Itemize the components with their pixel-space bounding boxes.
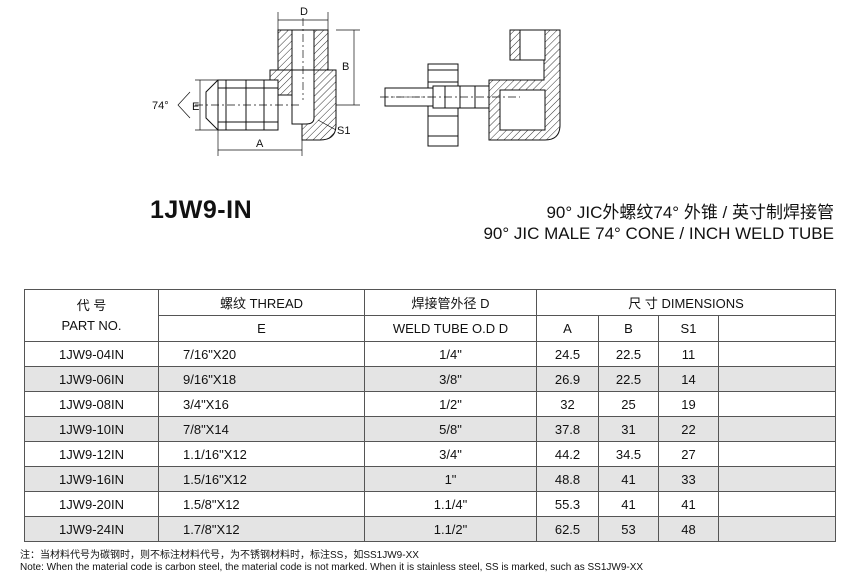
cell-thread: 9/16"X18 (158, 366, 365, 392)
cell-part-no: 1JW9-06IN (24, 366, 159, 392)
cell-dim-s1: 48 (658, 516, 719, 542)
cell-empty (717, 441, 837, 467)
cell-weld-od: 3/4" (364, 441, 537, 467)
cell-thread: 3/4"X16 (158, 391, 365, 417)
header-part-no-cn: 代 号 (76, 297, 107, 313)
cell-dim-b: 22.5 (598, 341, 659, 367)
dim-label-d: D (300, 6, 308, 18)
product-title-chinese: 90° JIC外螺纹74° 外锥 / 英寸制焊接管 (546, 203, 834, 222)
cell-dim-a: 44.2 (536, 441, 599, 467)
cell-part-no: 1JW9-24IN (24, 516, 159, 542)
cell-dim-b: 34.5 (598, 441, 659, 467)
cell-dim-b: 53 (598, 516, 659, 542)
cell-empty (717, 391, 837, 417)
angle-label: 74° (152, 100, 169, 112)
cell-dim-a: 26.9 (536, 366, 599, 392)
table-header-row-1: 代 号 PART NO. 螺纹 THREAD 焊接管外径 D 尺 寸 DIMEN… (24, 289, 837, 342)
cell-thread: 1.5/16"X12 (158, 466, 365, 492)
cell-dim-s1: 33 (658, 466, 719, 492)
note-chinese: 注：当材料代号为碳钢时，则不标注材料代号，为不锈钢材料时，标注SS，如SS1JW… (20, 550, 419, 561)
product-title-english: 90° JIC MALE 74° CONE / INCH WELD TUBE (483, 224, 834, 243)
cell-weld-od: 1.1/4" (364, 491, 537, 517)
cell-dim-b: 41 (598, 466, 659, 492)
cell-dim-a: 48.8 (536, 466, 599, 492)
cell-weld-od: 5/8" (364, 416, 537, 442)
dim-label-s1: S1 (337, 125, 350, 137)
cell-dim-s1: 19 (658, 391, 719, 417)
cell-part-no: 1JW9-20IN (24, 491, 159, 517)
cell-weld-od: 1/4" (364, 341, 537, 367)
cell-part-no: 1JW9-12IN (24, 441, 159, 467)
cell-dim-a: 24.5 (536, 341, 599, 367)
dimension-table: 代 号 PART NO. 螺纹 THREAD 焊接管外径 D 尺 寸 DIMEN… (24, 289, 837, 542)
dimension-lines-left (177, 12, 360, 156)
note-english: Note: When the material code is carbon s… (20, 562, 644, 573)
cell-dim-s1: 11 (658, 341, 719, 367)
cell-empty (717, 366, 837, 392)
cell-dim-a: 37.8 (536, 416, 599, 442)
cell-dim-b: 41 (598, 491, 659, 517)
cell-empty (717, 491, 837, 517)
header-thread-e: E (158, 315, 365, 342)
cell-thread: 1.1/16"X12 (158, 441, 365, 467)
cell-dim-a: 55.3 (536, 491, 599, 517)
cell-thread: 1.7/8"X12 (158, 516, 365, 542)
cell-dim-b: 31 (598, 416, 659, 442)
header-weld-tube-cn: 焊接管外径 D (364, 289, 537, 316)
cell-dim-b: 25 (598, 391, 659, 417)
cell-dim-b: 22.5 (598, 366, 659, 392)
cell-thread: 1.5/8"X12 (158, 491, 365, 517)
dim-label-e: E (192, 101, 199, 113)
dim-label-b: B (342, 61, 349, 73)
header-weld-tube-en: WELD TUBE O.D D (364, 315, 537, 342)
fitting-drawing: D B E A S1 74° (152, 6, 561, 156)
cell-empty (717, 341, 837, 367)
cell-thread: 7/16"X20 (158, 341, 365, 367)
cell-empty (717, 416, 837, 442)
cell-dim-s1: 14 (658, 366, 719, 392)
cell-dim-s1: 22 (658, 416, 719, 442)
cell-weld-od: 1" (364, 466, 537, 492)
product-code: 1JW9-IN (150, 196, 253, 224)
cell-weld-od: 1.1/2" (364, 516, 537, 542)
cell-part-no: 1JW9-16IN (24, 466, 159, 492)
header-dimensions: 尺 寸 DIMENSIONS (535, 289, 837, 316)
header-thread: 螺纹 THREAD (158, 289, 365, 316)
header-col-b: B (598, 315, 659, 342)
cell-part-no: 1JW9-10IN (24, 416, 159, 442)
cell-empty (717, 466, 837, 492)
cell-part-no: 1JW9-08IN (24, 391, 159, 417)
cell-dim-a: 62.5 (536, 516, 599, 542)
cell-weld-od: 1/2" (364, 391, 537, 417)
left-fitting-section (195, 18, 337, 141)
cell-dim-s1: 41 (658, 491, 719, 517)
header-col-empty (717, 315, 837, 342)
header-part-no-en: PART NO. (61, 317, 122, 333)
cell-dim-a: 32 (536, 391, 599, 417)
header-part-no: 代 号 PART NO. (24, 289, 159, 342)
cell-dim-s1: 27 (658, 441, 719, 467)
table-header-row-2: E WELD TUBE O.D D A B S1 (25, 315, 837, 342)
cell-thread: 7/8"X14 (158, 416, 365, 442)
right-fitting-assembly (380, 29, 561, 147)
dim-label-a: A (256, 138, 264, 150)
cell-part-no: 1JW9-04IN (24, 341, 159, 367)
cell-empty (717, 516, 837, 542)
cell-weld-od: 3/8" (364, 366, 537, 392)
header-col-a: A (536, 315, 599, 342)
header-col-s1: S1 (658, 315, 719, 342)
